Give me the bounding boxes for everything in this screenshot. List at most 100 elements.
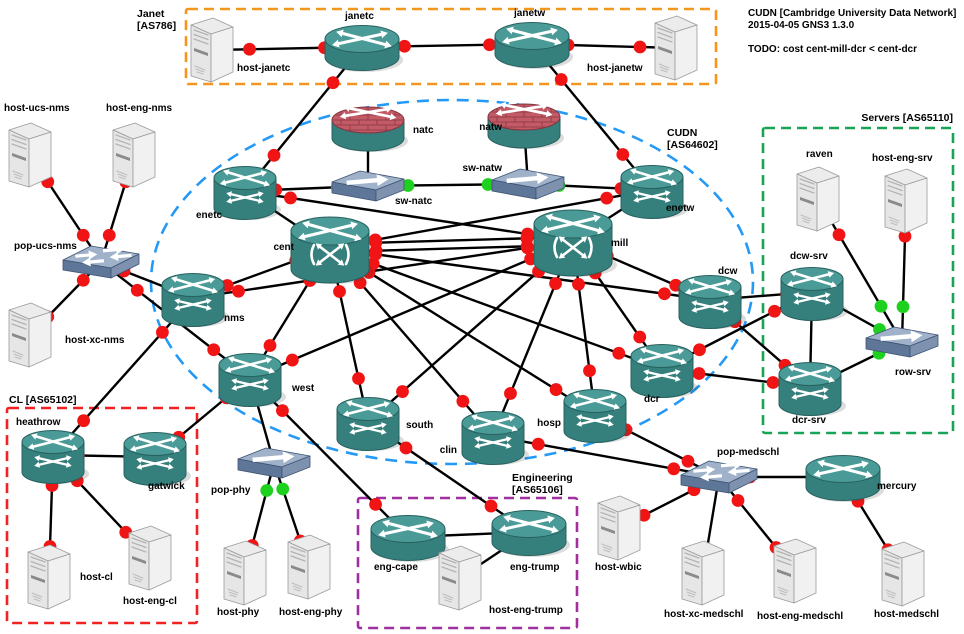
node-dcr-srv[interactable] xyxy=(778,362,846,417)
node-mercury[interactable] xyxy=(805,455,884,503)
diagram-note: CUDN [Cambridge University Data Network]… xyxy=(748,8,962,56)
node-label-south: south xyxy=(406,420,433,431)
layer-labels: Janet[AS786]CUDN[AS64602]Servers [AS6511… xyxy=(4,8,953,622)
group-box-eng[interactable] xyxy=(356,496,579,630)
node-host-cl[interactable] xyxy=(27,544,71,610)
link-janetc--enetc[interactable] xyxy=(244,46,363,192)
port-status-pop-ucs-nms--west-b xyxy=(207,343,221,357)
node-natc[interactable] xyxy=(331,104,408,152)
node-label-host-eng-phy: host-eng-phy xyxy=(279,607,343,618)
node-host-phy[interactable] xyxy=(223,540,267,606)
node-label-sw-natw: sw-natw xyxy=(463,163,503,174)
port-status-host-janetc--janetc-a xyxy=(243,42,256,56)
node-label-host-wbic: host-wbic xyxy=(595,562,642,573)
port-status-host-eng-srv--row-srv-a xyxy=(898,229,912,243)
link-heathrow--nms[interactable] xyxy=(52,297,194,456)
node-host-medschl[interactable] xyxy=(881,541,925,607)
link-clin--pop-medschl[interactable] xyxy=(492,434,720,479)
port-status-dcr--dcr-srv-a xyxy=(692,367,706,380)
node-label-host-eng-cl: host-eng-cl xyxy=(123,596,177,607)
node-natw[interactable] xyxy=(487,101,564,149)
node-host-xc-medschl[interactable] xyxy=(681,540,725,606)
node-host-janetw[interactable] xyxy=(654,15,698,81)
link-west--eng-cape[interactable] xyxy=(249,377,409,538)
node-label-nms: nms xyxy=(224,313,245,324)
node-raven[interactable] xyxy=(796,166,840,232)
node-dcw-srv[interactable] xyxy=(780,267,848,322)
port-status-mill--hosp-a xyxy=(572,277,585,291)
node-pop-medschl[interactable] xyxy=(680,459,758,494)
port-status-south--eng-trump-a xyxy=(399,441,413,455)
node-sw-natc[interactable] xyxy=(331,170,405,202)
port-status-cent--south-a xyxy=(333,285,346,298)
node-label-clin: clin xyxy=(440,445,457,456)
port-status-raven--row-srv-b xyxy=(874,299,888,313)
node-label-raven: raven xyxy=(806,149,833,160)
node-mill[interactable] xyxy=(533,209,617,277)
node-row-srv[interactable] xyxy=(865,326,939,358)
port-status-pop-phy--host-eng-phy-a xyxy=(276,482,290,496)
group-label-cl: CL [AS65102] xyxy=(9,394,77,406)
port-status-cent--west-b xyxy=(263,339,277,352)
port-status-host-xc-nms--pop-ucs-nms-b xyxy=(76,273,90,287)
port-status-dcr--dcw-srv-b xyxy=(768,304,781,318)
port-status-host-eng-nms--pop-ucs-nms-b xyxy=(102,228,116,242)
note-line-title: CUDN [Cambridge University Data Network] xyxy=(748,8,957,19)
link-cent--dcr[interactable] xyxy=(329,246,663,371)
link-enetc--mill[interactable] xyxy=(244,189,574,243)
node-host-wbic[interactable] xyxy=(597,495,641,561)
node-label-pop-phy: pop-phy xyxy=(211,485,251,496)
link-cent--dcw[interactable] xyxy=(329,246,711,302)
node-clin[interactable] xyxy=(461,411,529,466)
group-label-cudn: [AS64602] xyxy=(667,139,718,151)
node-host-eng-medschl[interactable] xyxy=(773,538,817,604)
port-status-dcr--dcw-srv-a xyxy=(693,343,706,357)
link-janetw--enetw[interactable] xyxy=(531,43,653,191)
node-host-xc-nms[interactable] xyxy=(8,302,52,368)
group-box-servers[interactable] xyxy=(761,126,955,435)
node-enetc[interactable] xyxy=(213,166,281,221)
node-label-host-eng-nms: host-eng-nms xyxy=(106,103,173,114)
node-nms[interactable] xyxy=(161,273,229,328)
link-mill--west[interactable] xyxy=(249,239,574,380)
port-status-pop-ucs-nms--west-a xyxy=(130,283,144,297)
node-pop-phy[interactable] xyxy=(237,447,311,479)
group-box-janet[interactable] xyxy=(184,7,718,86)
node-host-janetc[interactable] xyxy=(190,17,234,83)
port-status-pop-phy--host-phy-a xyxy=(260,484,274,497)
node-label-mill: mill xyxy=(611,238,628,249)
node-eng-trump[interactable] xyxy=(491,510,570,558)
node-eng-cape[interactable] xyxy=(370,515,449,563)
node-host-eng-srv[interactable] xyxy=(884,168,928,234)
node-janetc[interactable] xyxy=(324,25,403,73)
link-enetw--cent[interactable] xyxy=(329,188,653,250)
node-enetw[interactable] xyxy=(620,165,688,220)
node-host-eng-trump[interactable] xyxy=(438,545,482,611)
group-ellipse-cudn[interactable] xyxy=(149,98,755,466)
node-host-eng-cl[interactable] xyxy=(128,525,172,591)
node-sw-natw[interactable] xyxy=(491,168,565,200)
node-hosp[interactable] xyxy=(563,389,631,444)
node-west[interactable] xyxy=(218,353,286,408)
link-mill--nms[interactable] xyxy=(192,239,574,300)
port-status-mill--nms-a xyxy=(521,241,534,255)
group-label-janet: [AS786] xyxy=(137,20,176,32)
node-cent[interactable] xyxy=(290,216,374,284)
node-pop-ucs-nms[interactable] xyxy=(62,244,140,279)
node-janetw[interactable] xyxy=(494,22,573,70)
node-heathrow[interactable] xyxy=(21,430,89,485)
node-host-eng-nms[interactable] xyxy=(112,122,156,188)
node-label-dcr: dcr xyxy=(644,394,660,405)
node-label-host-janetw: host-janetw xyxy=(587,63,643,74)
group-box-cl[interactable] xyxy=(5,406,199,625)
node-dcw[interactable] xyxy=(678,275,746,330)
node-gatwick[interactable] xyxy=(123,432,191,487)
port-status-mill--dcr-b xyxy=(633,330,647,344)
node-south[interactable] xyxy=(336,397,404,452)
node-dcr[interactable] xyxy=(630,344,698,399)
node-host-ucs-nms[interactable] xyxy=(8,122,52,188)
node-label-sw-natc: sw-natc xyxy=(395,196,433,207)
port-status-enetw--cent-a xyxy=(600,191,614,205)
node-host-eng-phy[interactable] xyxy=(287,534,331,600)
